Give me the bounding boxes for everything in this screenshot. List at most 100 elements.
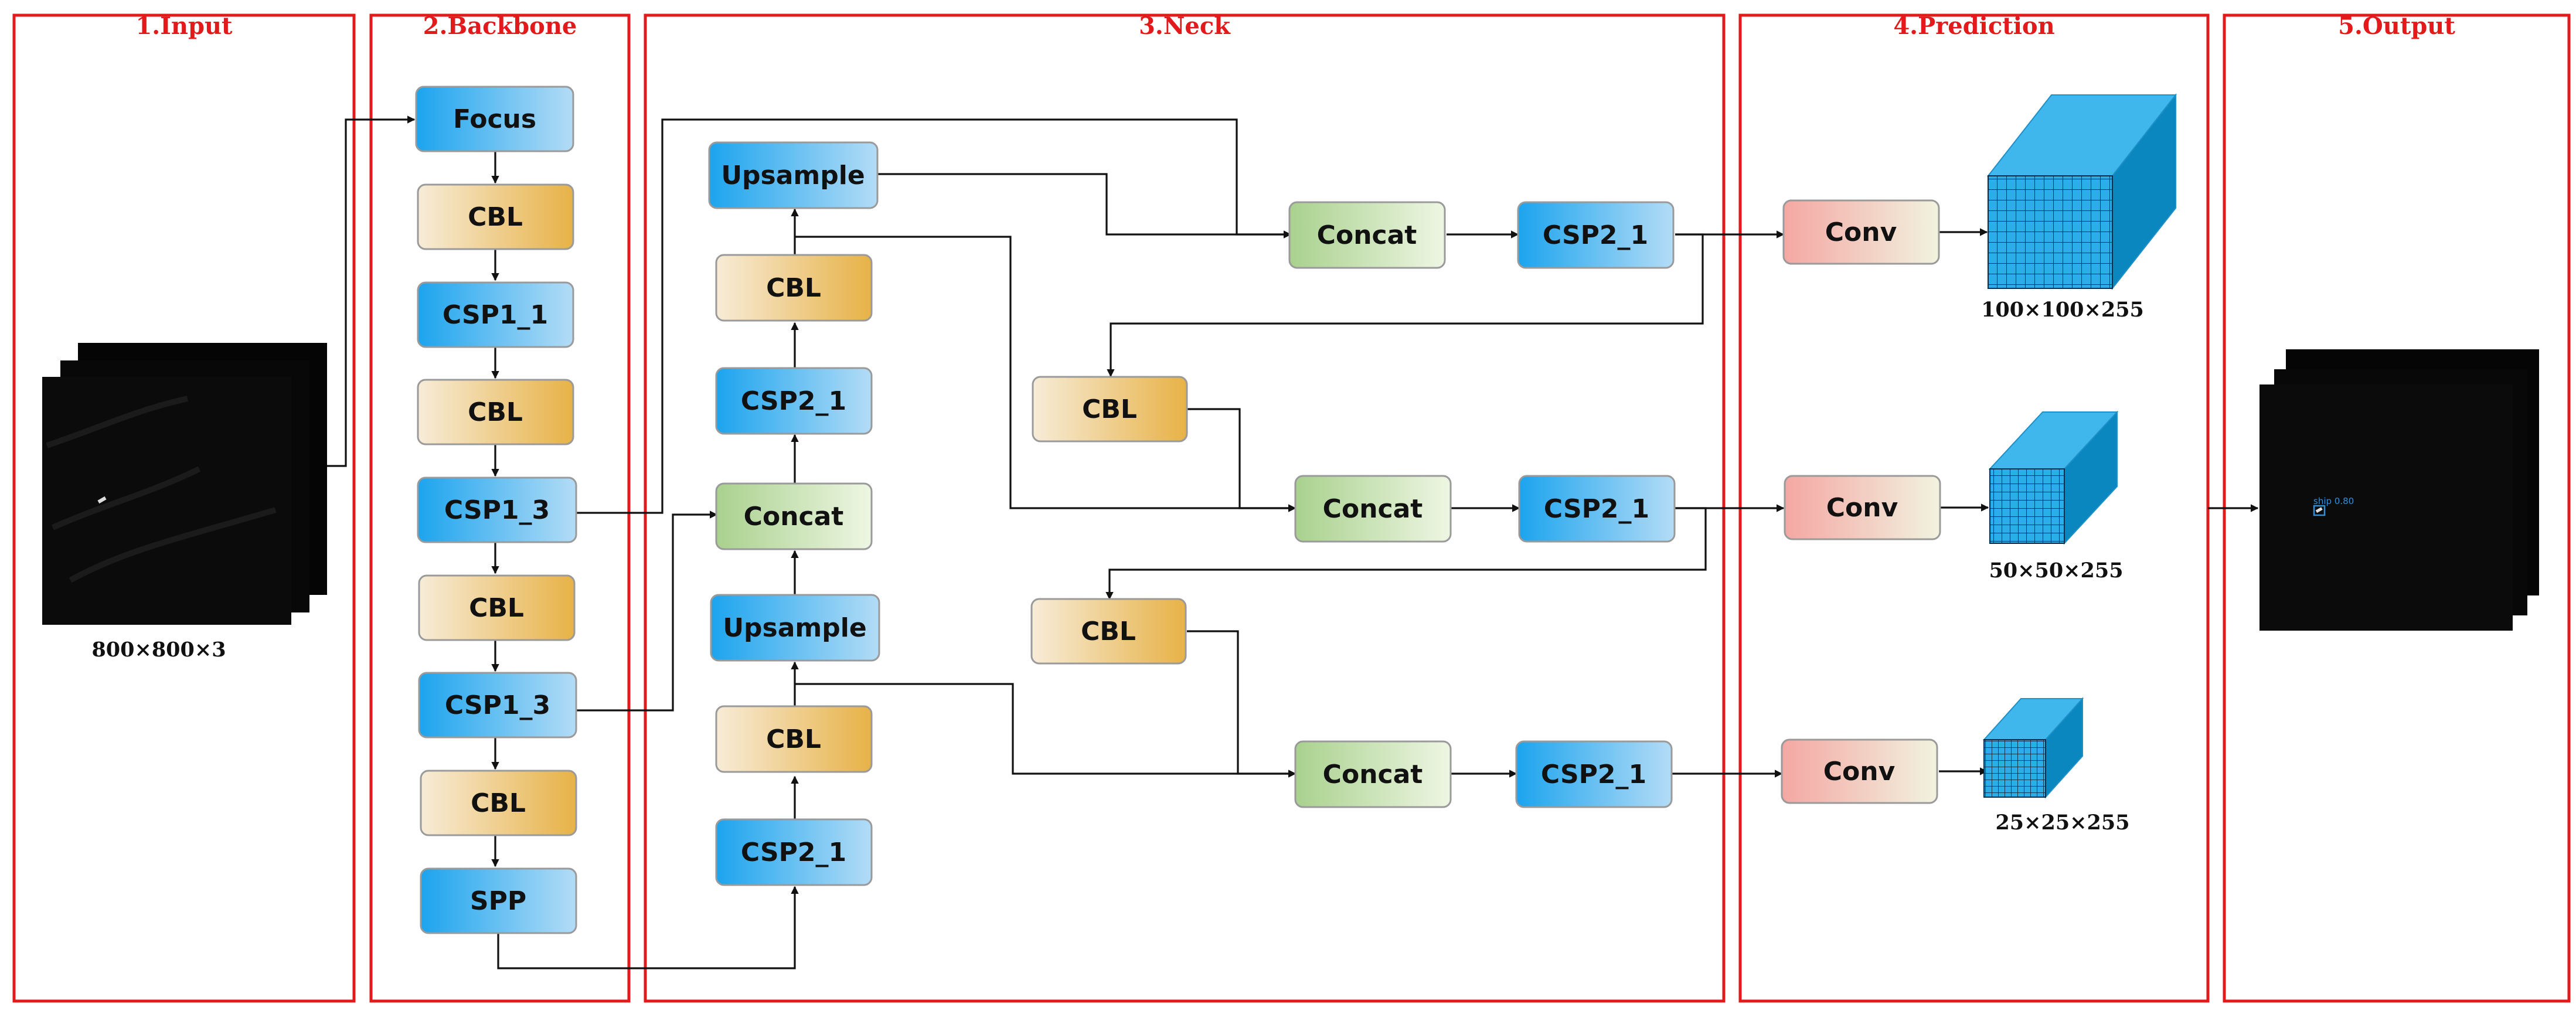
block-spp[interactable]: SPP (420, 867, 577, 934)
block-focus[interactable]: Focus (415, 86, 574, 152)
block-cbl-1-rect (417, 183, 574, 250)
block-cbl-3-label: CBL (469, 593, 524, 623)
block-conv-3-label: Conv (1823, 757, 1896, 787)
tensor-cube-medium-size: 50×50×255 (1989, 559, 2123, 583)
block-cbl-pan-2-label: CBL (1081, 617, 1136, 646)
block-concat-pan-3[interactable]: Concat (1294, 740, 1452, 808)
input-size-label: 800×800×3 (91, 638, 226, 662)
input-ship-target (97, 496, 107, 504)
wire-cbl2-to-concat3 (1187, 630, 1296, 778)
input-image-texture (46, 396, 277, 583)
detection-box (2313, 505, 2326, 516)
wire-cbl1-to-concat2 (1187, 408, 1296, 512)
block-cbl-neck-top-label: CBL (766, 273, 821, 303)
section-input-title: 1.Input (135, 12, 233, 40)
section-input-frame (12, 13, 356, 1003)
block-concat-pan-1[interactable]: Concat (1288, 201, 1446, 269)
block-cbl-2[interactable]: CBL (417, 379, 574, 445)
block-conv-3[interactable]: Conv (1781, 738, 1938, 804)
block-cbl-3-rect (418, 574, 576, 641)
block-spp-rect (420, 867, 577, 934)
block-csp1-3-lower-rect (418, 672, 577, 738)
block-csp2-1-pan-3-rect (1515, 740, 1673, 808)
section-backbone-frame (369, 13, 631, 1003)
block-concat-fpn-rect (715, 482, 873, 550)
tensor-cube-small-size: 25×25×255 (1995, 811, 2129, 835)
block-cbl-2-label: CBL (468, 397, 523, 427)
tensor-cube-large: 100×100×255 (1981, 93, 2177, 322)
block-cbl-pan-2-rect (1030, 598, 1187, 665)
block-cbl-4-rect (420, 770, 577, 836)
block-cbl-1[interactable]: CBL (417, 183, 574, 250)
backbone-blocks: Focus CBL CSP1_1 CBL CSP1_3 CBL CSP1_3 (415, 86, 577, 934)
block-csp2-1-neck-top-label: CSP2_1 (741, 386, 846, 416)
block-csp2-1-neck-bottom[interactable]: CSP2_1 (715, 818, 873, 886)
block-csp2-1-pan-2[interactable]: CSP2_1 (1518, 475, 1676, 543)
block-csp1-1-label: CSP1_1 (443, 300, 548, 330)
block-csp2-1-pan-3[interactable]: CSP2_1 (1515, 740, 1673, 808)
wire-csp13-upper-to-concat1 (576, 118, 1292, 514)
section-output-title: 5.Output (2338, 12, 2455, 40)
block-csp2-1-neck-top-rect (715, 367, 873, 435)
block-csp2-1-pan-2-rect (1518, 475, 1676, 543)
block-cbl-neck-bottom-label: CBL (766, 724, 821, 754)
block-cbl-neck-bottom[interactable]: CBL (715, 705, 873, 773)
input-image-stack: 800×800×3 (42, 343, 327, 662)
block-concat-pan-1-label: Concat (1317, 220, 1417, 250)
block-cbl-neck-top[interactable]: CBL (715, 254, 873, 322)
section-neck-title: 3.Neck (1139, 12, 1231, 40)
block-csp1-1[interactable]: CSP1_1 (417, 281, 574, 348)
output-image-front (2259, 384, 2513, 631)
block-csp1-3-upper-label: CSP1_3 (444, 495, 550, 525)
block-upsample-top[interactable]: Upsample (708, 141, 879, 209)
section-backbone: 2.Backbone (369, 12, 631, 1003)
output-image-stack: ship 0.80 (2259, 349, 2539, 631)
section-backbone-title: 2.Backbone (423, 12, 577, 40)
block-csp1-1-rect (417, 281, 574, 348)
tensor-cube-medium: 50×50×255 (1988, 410, 2124, 583)
tensor-cube-large-size: 100×100×255 (1981, 298, 2144, 322)
section-prediction-title: 4.Prediction (1893, 12, 2054, 40)
block-cbl-3[interactable]: CBL (418, 574, 576, 641)
block-upsample-bottom[interactable]: Upsample (710, 594, 880, 662)
block-upsample-bottom-label: Upsample (723, 613, 866, 643)
wire-csp13-lower-to-fpn-concat (576, 510, 718, 712)
block-cbl-pan-1[interactable]: CBL (1032, 376, 1188, 443)
block-csp2-1-pan-2-label: CSP2_1 (1544, 494, 1649, 524)
wire-spp-to-csp (497, 886, 799, 969)
block-cbl-pan-1-rect (1032, 376, 1188, 443)
wire-cblbottom-to-concat3 (795, 683, 1296, 778)
block-focus-label: Focus (453, 104, 536, 134)
section-input: 1.Input (12, 12, 356, 1003)
block-csp2-1-pan-3-label: CSP2_1 (1541, 760, 1646, 789)
block-concat-pan-2[interactable]: Concat (1294, 475, 1452, 543)
block-csp2-1-pan-1-label: CSP2_1 (1543, 220, 1648, 250)
block-csp2-1-pan-1[interactable]: CSP2_1 (1517, 201, 1675, 269)
block-conv-1[interactable]: Conv (1782, 199, 1940, 265)
block-csp1-3-lower-label: CSP1_3 (445, 690, 550, 720)
block-concat-pan-2-label: Concat (1323, 494, 1423, 524)
block-concat-pan-3-label: Concat (1323, 760, 1423, 789)
block-csp1-3-upper[interactable]: CSP1_3 (417, 477, 577, 543)
block-upsample-bottom-rect (710, 594, 880, 662)
tensor-cube-medium-front (1989, 468, 2065, 544)
block-conv-2-rect (1784, 475, 1941, 540)
neck-fpn-blocks: Upsample CBL CSP2_1 Concat Upsample CBL … (708, 141, 880, 886)
block-concat-pan-3-rect (1294, 740, 1452, 808)
block-conv-2-label: Conv (1826, 493, 1898, 523)
block-upsample-top-rect (708, 141, 879, 209)
block-cbl-pan-2[interactable]: CBL (1030, 598, 1187, 665)
wire-cbltop-to-concat2 (795, 236, 1296, 512)
block-conv-3-rect (1781, 738, 1938, 804)
block-cbl-4-label: CBL (471, 788, 526, 818)
block-cbl-neck-bottom-rect (715, 705, 873, 773)
block-csp2-1-neck-top[interactable]: CSP2_1 (715, 367, 873, 435)
block-cbl-4[interactable]: CBL (420, 770, 577, 836)
block-conv-2[interactable]: Conv (1784, 475, 1941, 540)
prediction-heads: Conv Conv Conv 100×100×255 50×50×255 (1781, 93, 2177, 835)
block-csp1-3-lower[interactable]: CSP1_3 (418, 672, 577, 738)
block-concat-fpn[interactable]: Concat (715, 482, 873, 550)
block-spp-label: SPP (470, 886, 526, 916)
block-cbl-neck-top-rect (715, 254, 873, 322)
